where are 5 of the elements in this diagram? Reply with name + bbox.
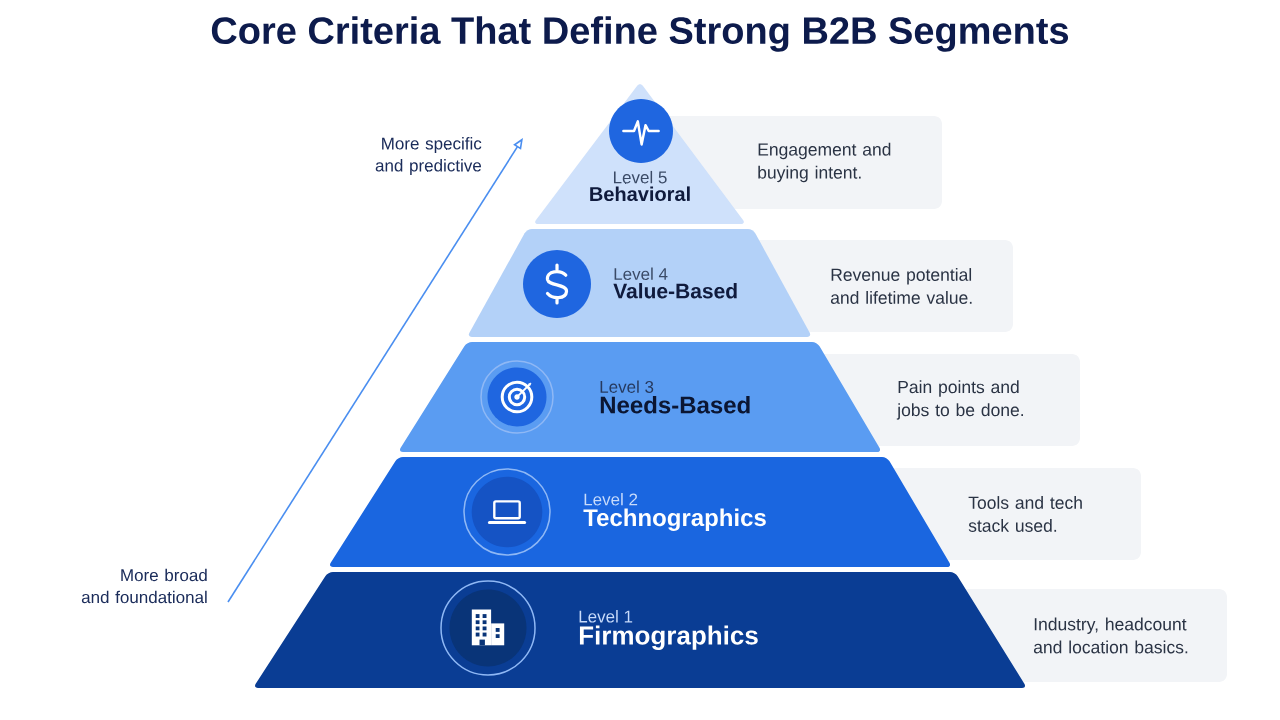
axis-label: More specific and predictive	[375, 137, 482, 175]
pyramid-level: Level 2 Technographics	[330, 457, 951, 567]
pyramid-level: Level 3 Needs-Based	[400, 342, 881, 452]
axis-label: More broad and foundational	[81, 568, 207, 604]
title: Core Criteria That Define Strong B2B Segments	[211, 16, 1069, 52]
